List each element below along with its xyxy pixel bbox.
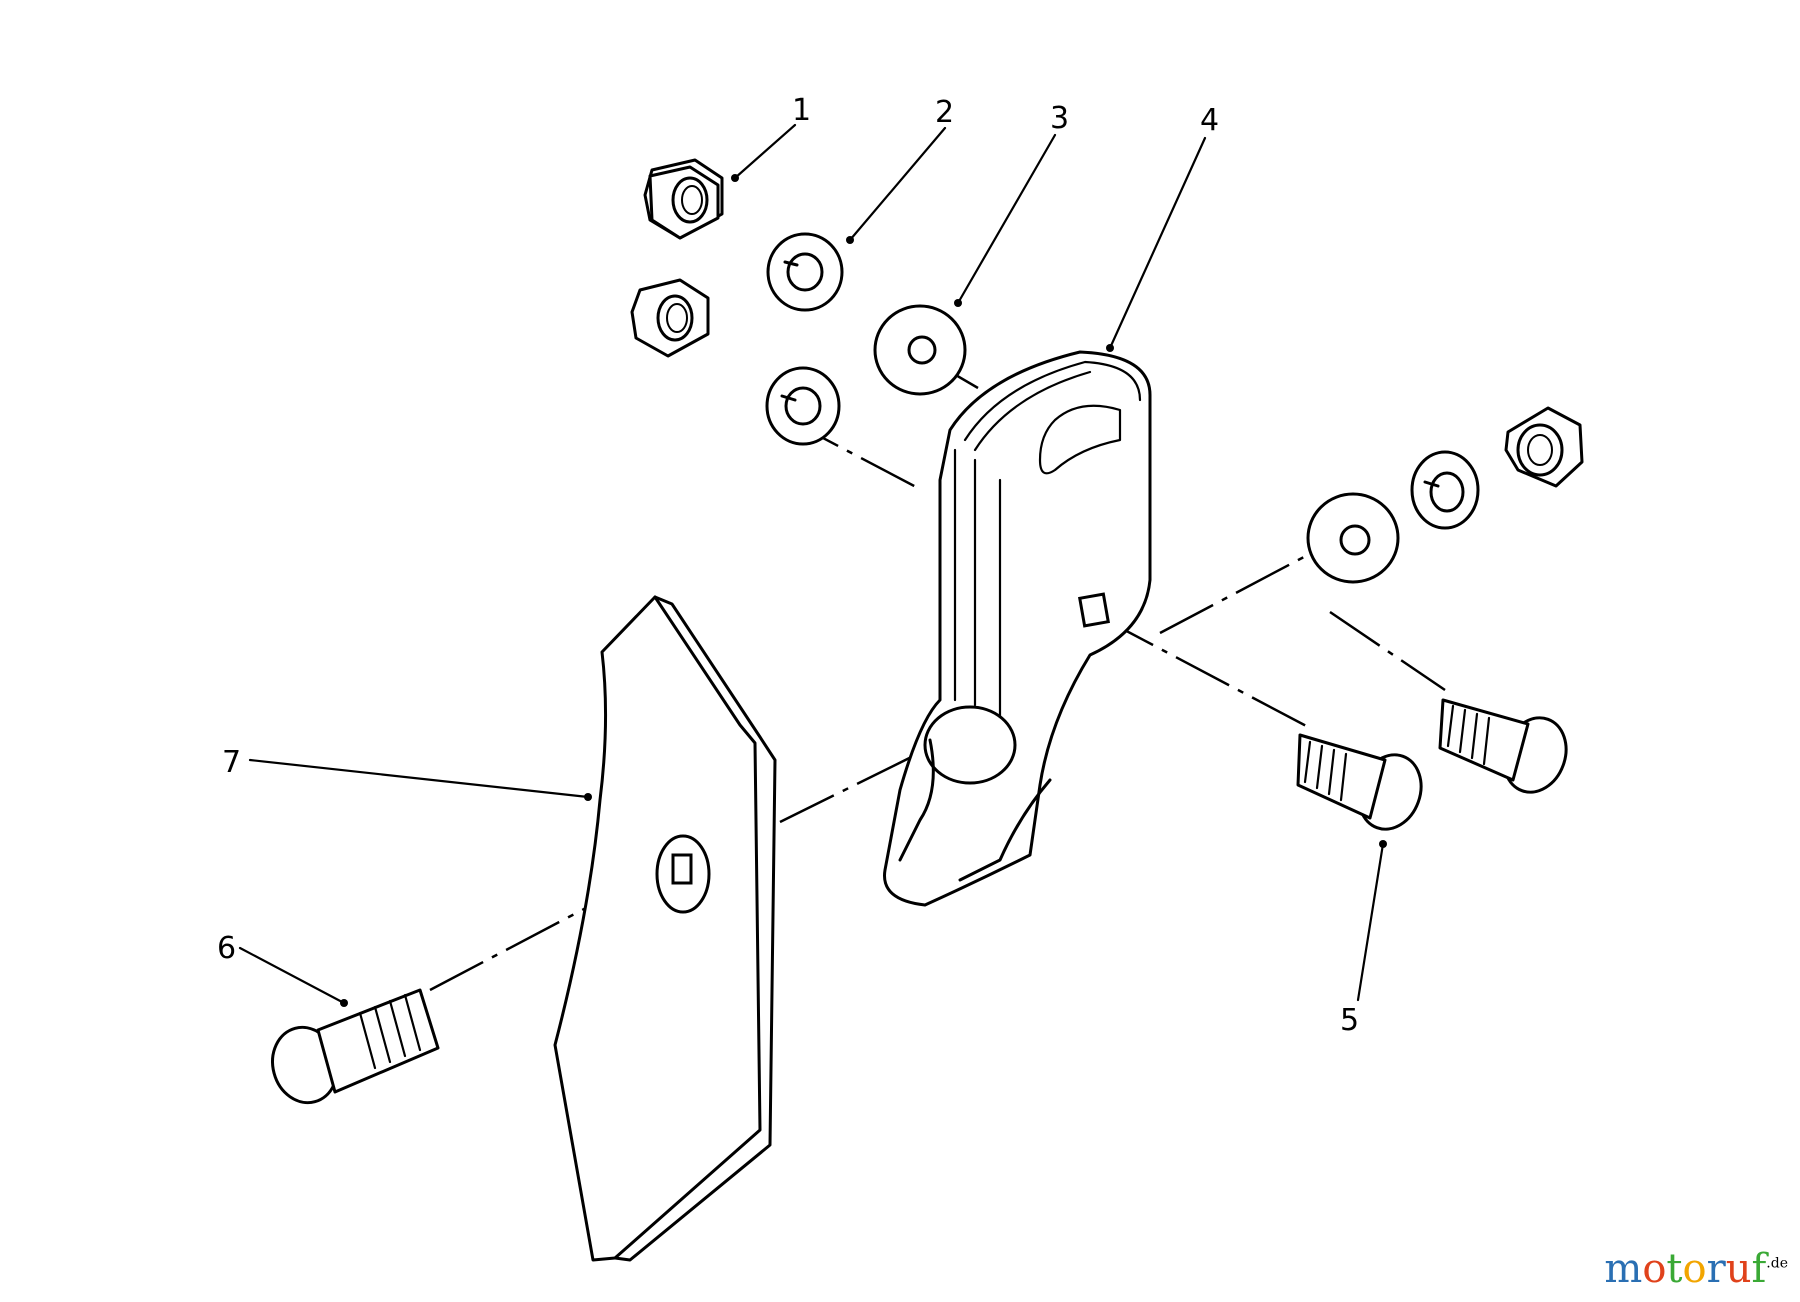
callout-7: 7	[222, 745, 592, 801]
callout-number: 6	[217, 931, 236, 966]
callout-4: 4	[1106, 103, 1219, 352]
callout-3: 3	[954, 101, 1069, 307]
flat-washer-icon	[873, 304, 967, 396]
callout-number: 7	[222, 745, 241, 780]
hex-nut-icon	[643, 158, 724, 240]
lock-washer-icon	[1410, 450, 1480, 530]
callout-6: 6	[217, 931, 348, 1007]
callout-number: 1	[792, 93, 811, 128]
flat-washer-icon	[1306, 492, 1400, 584]
lock-washer-icon	[765, 366, 841, 446]
hex-nut-icon	[630, 278, 710, 358]
callout-number: 2	[935, 95, 954, 130]
callout-2: 2	[846, 95, 954, 244]
callout-5: 5	[1340, 840, 1387, 1038]
axis-line-bolt6	[429, 846, 701, 992]
callout-1: 1	[731, 93, 811, 182]
callout-number: 3	[1050, 101, 1069, 136]
watermark-logo: motoruf.de	[1604, 1246, 1788, 1292]
blade-bracket-icon	[883, 350, 1152, 907]
carriage-bolt-icon	[1438, 698, 1568, 794]
carriage-bolt-icon	[271, 988, 440, 1105]
axis-line-bolt5	[1099, 615, 1311, 730]
axis-line-bolt-far	[1329, 610, 1446, 692]
edger-blade-icon	[553, 595, 777, 1262]
hex-nut-icon	[1504, 406, 1584, 488]
lock-washer-icon	[766, 232, 844, 312]
carriage-bolt-icon	[1296, 733, 1423, 831]
axis-line-blade	[779, 731, 961, 824]
callout-number: 5	[1340, 1003, 1359, 1038]
callout-number: 4	[1200, 103, 1219, 138]
